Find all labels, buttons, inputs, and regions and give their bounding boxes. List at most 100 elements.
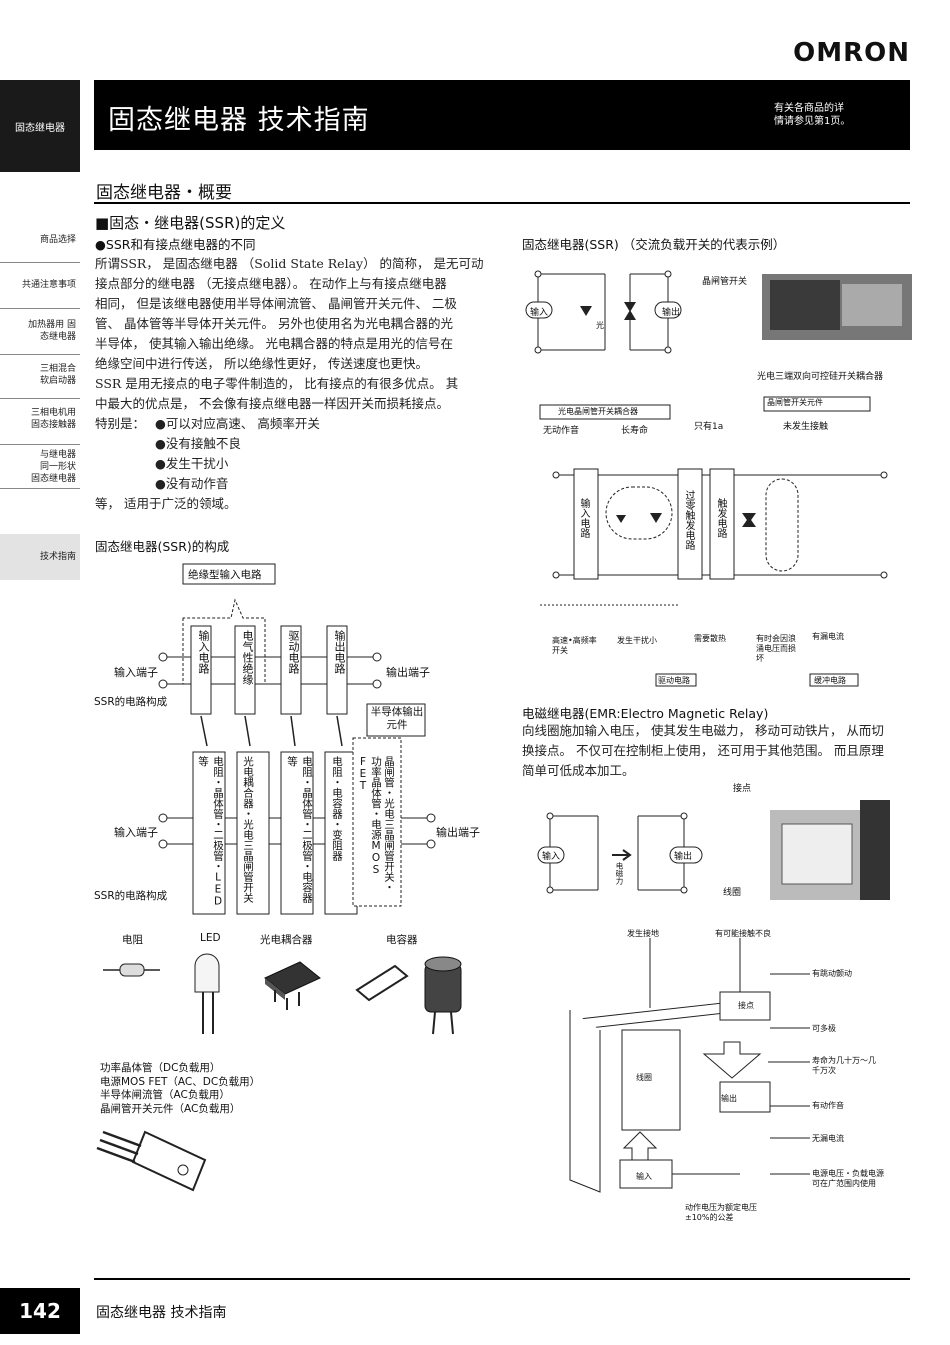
input-terminal-label: 输入端子 [114,666,158,679]
emr-paragraph: 向线圈施加输入电压， 使其发生电磁力， 移动可动铁片， 从而切 换接点。 不仅可… [522,721,917,781]
long-life-label: 长寿命 [621,426,649,436]
emr-input-label: 输入 [542,852,561,862]
no-noise-label: 无动作音 [543,426,580,436]
component-col-5: 晶闸管・光电三晶闸管开关・功率晶体管・电源MOS FET [357,756,395,893]
ssr-example-title: 固态继电器(SSR) （交流负载开关的代表示例） [522,237,786,252]
component-col-1: 电阻・晶体管・二极管・LED等 [197,756,224,908]
emr-label-multipole: 可多极 [812,1024,836,1033]
emr-label-no-leak: 无漏电流 [812,1134,844,1143]
intro-line: 绝缘空间中进行传送， 所以绝缘性更好， 传送速度也更快。 [95,356,428,371]
emr-label-bad-contact: 有可能接触不良 [715,929,771,938]
nav-item-tech-guide[interactable]: 技术指南 [0,534,80,580]
nav-divider [0,488,80,490]
footer-rule [94,1278,910,1280]
power-device-item: 功率晶体管（DC负载用） [100,1062,221,1074]
emr-label-ground: 发生接地 [627,929,659,938]
ssr-input-label: 输入 [530,308,549,318]
nav-label: 商品选择 [39,235,76,245]
circuit-caption-2: SSR的电路构成 [94,890,168,902]
block-output-circuit: 输出电路 [333,630,346,674]
intro-line: 接点部分的继电器 （无接点继电器）。 在动作上与有接点继电器 [95,276,447,291]
header-note: 有关各商品的详 情请参见第1页。 [774,102,850,128]
definition-heading: ■固态・继电器(SSR)的定义 [95,214,286,232]
nav-item-common-notes[interactable]: 共通注意事项 [0,262,80,306]
emr-title: 电磁继电器(EMR:Electro Magnetic Relay) [522,706,769,721]
input-terminal-label-2: 输入端子 [114,826,158,839]
component-col-4: 电阻・电容器・变阻器 [331,756,343,861]
nav-label: 共通注意事项 [21,280,76,290]
emr-label-contact: 接点 [738,1001,754,1010]
intro-line: 中最大的优点是， 不会像有接点继电器一样因开关而损耗接点。 [95,396,449,411]
emr-example-diagram [537,800,890,900]
special-label: 特别是： [95,416,146,431]
circuit-caption: SSR的电路构成 [94,696,168,708]
intro-line: 相同， 但是该继电器使用半导体闸流管、 晶闸管开关元件、 二极 [95,296,457,311]
nav-item-product-select[interactable]: 商品选择 [0,216,80,260]
block-isolation: 电气性绝缘 [241,630,254,685]
emr-label-life: 寿命为几十万～几千万次 [812,1056,876,1075]
resistor-icon [103,963,160,977]
block-drive-circuit: 驱动电路 [287,630,300,674]
ssr-output-label: 输出 [662,308,681,318]
intro-line: 所谓SSR， 是固态继电器 （Solid State Relay） 的简称， 是… [95,256,484,271]
led-icon [194,953,220,1034]
emr-label-sound: 有动作音 [812,1101,844,1110]
contact-label: 接点 [733,784,752,794]
emr-line: 向线圈施加输入电压， 使其发生电磁力， 移动可动铁片， 从而切 [522,723,884,738]
part-led-label: LED [200,932,221,944]
emr-line: 简单可低成本加工。 [522,763,635,778]
emr-label-chatter: 有跳动颤动 [812,969,852,978]
nav-item-soft-starter[interactable]: 三相混合 软启动器 [0,354,80,396]
part-resistor-label: 电阻 [122,934,143,946]
thyristor-element-label: 晶闸管开关元件 [767,398,823,407]
power-transistor-illustration [96,1130,207,1192]
construction-title: 固态继电器(SSR)的构成 [95,539,230,554]
light-label: 光 [596,321,604,330]
part-capacitor-label: 电容器 [386,934,418,946]
nav-item-relay-shape-ssr[interactable]: 与继电器 同一形状 固态继电器 [0,444,80,488]
photo-coupler-label: 光电晶闸管开关耦合器 [558,407,638,416]
omron-logo: OMRON [793,38,910,68]
nav-item-heater-ssr[interactable]: 加热器用 固态继电器 [0,308,80,352]
nav-item-motor-contactor[interactable]: 三相电机用 固态接触器 [0,398,80,442]
emr-output-label: 输出 [674,852,693,862]
block-trigger: 触发电路 [715,498,726,538]
section-title: 固态继电器・概要 [96,183,232,203]
emr-label-tolerance: 动作电压为额定电压±10%的公差 [685,1203,757,1222]
drive-circuit-label: 驱动电路 [658,676,690,685]
only-1a-label: 只有1a [694,422,724,432]
ssr-example-diagram [525,270,912,354]
page-header: 固态继电器 技术指南 有关各商品的详 情请参见第1页。 [94,80,910,150]
footer-title: 固态继电器 技术指南 [96,1305,227,1321]
bullet-item: ●发生干扰小 [155,456,229,471]
part-optocoupler-label: 光电耦合器 [260,934,313,946]
ssr-block-diagram [539,396,888,687]
no-contact-label: 未发生接触 [783,422,829,432]
note-surge: 有时会因浪涌电压而损坏 [756,634,796,663]
difference-heading: ●SSR和有接点继电器的不同 [95,237,256,252]
side-tab-label[interactable]: 固态继电器 [0,80,80,172]
emr-line: 换接点。 不仅可在控制柜上使用， 还可用于其他范围。 而且原理 [522,743,884,758]
intro-line: SSR 是用无接点的电子零件制造的， 比有接点的有很多优点。 其 [95,376,459,391]
note-heat: 需要散热 [694,634,726,643]
nav-label: 与继电器 同一形状 固态继电器 [30,450,76,484]
optocoupler-icon [264,961,321,1010]
side-tab-text: 固态继电器 [15,122,65,134]
emr-label-coil: 线圈 [636,1073,652,1082]
note-leakage: 有漏电流 [812,632,844,641]
block-zero-cross: 过零触发电路 [683,490,694,550]
tail-line: 等， 适用于广泛的领域。 [95,496,237,511]
power-device-item: 半导体闸流管（AC负载用） [100,1089,230,1101]
bullet-item: ●可以对应高速、 高频率开关 [155,416,320,431]
bullet-item: ●没有接触不良 [155,436,241,451]
intro-line: 管、 晶体管等半导体开关元件。 另外也使用名为光电耦合器的光 [95,316,453,331]
nav-label: 加热器用 固态继电器 [28,320,76,342]
component-col-3: 电阻・晶体管・二极管・电容器等 [286,756,313,903]
intro-line: 半导体， 使其输入输出绝缘。 光电耦合器的特点是用光的信号在 [95,336,453,351]
thyristor-switch-label: 晶闸管开关 [702,277,748,287]
component-col-2: 光电耦合器・光电三晶闸管开关 [242,756,254,903]
electrolytic-capacitor-icon [424,956,462,1035]
intro-paragraph: 所谓SSR， 是固态继电器 （Solid State Relay） 的简称， 是… [95,254,490,514]
parts-illustration [103,953,462,1035]
emr-structure-diagram [569,938,810,1193]
